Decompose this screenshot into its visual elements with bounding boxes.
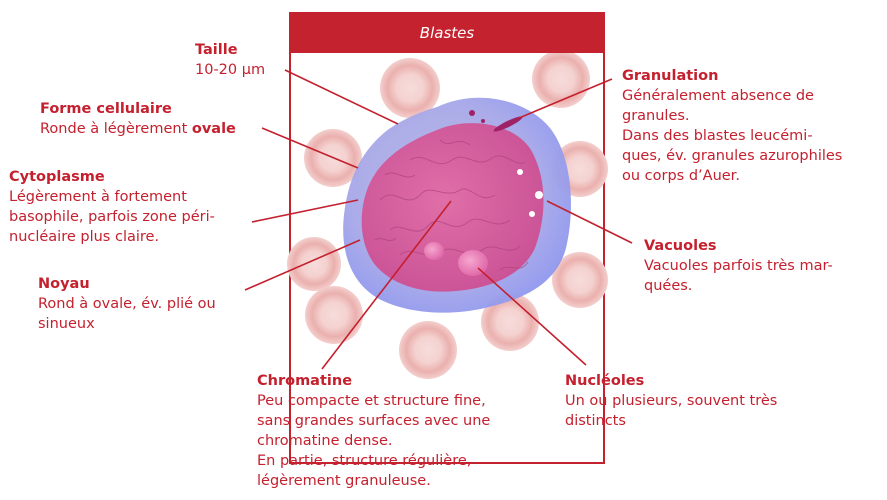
vacuole-2 [535,191,543,199]
granule-1 [469,110,475,116]
label-granulation: Granulation Généralement absence de gran… [622,66,842,186]
vacuole-3 [529,211,535,217]
granule-2 [481,119,485,123]
label-taille: Taille 10-20 µm [195,40,265,80]
forme-text: Ronde à légèrement ovale [40,119,236,139]
cytoplasme-heading: Cytoplasme [9,167,215,187]
rbc-2 [532,50,590,108]
taille-text: 10-20 µm [195,60,265,80]
granulation-heading: Granulation [622,66,842,86]
vacuole-1 [517,169,523,175]
granulation-text: Généralement absence de granules. Dans d… [622,86,842,186]
label-forme-cellulaire: Forme cellulaire Ronde à légèrement oval… [40,99,236,139]
rbc-5 [287,237,341,291]
label-vacuoles: Vacuoles Vacuoles parfois très mar- quée… [644,236,833,296]
vacuoles-heading: Vacuoles [644,236,833,256]
panel-title: Blastes [290,13,604,53]
taille-heading: Taille [195,40,265,60]
forme-text-regular: Ronde à légèrement [40,121,192,137]
vacuoles-text: Vacuoles parfois très mar- quées. [644,256,833,296]
nucleoles-text: Un ou plusieurs, souvent très distincts [565,391,777,431]
label-noyau: Noyau Rond à ovale, év. plié ou sinueux [38,274,216,334]
rbc-7 [305,286,363,344]
forme-text-bold: ovale [192,121,236,137]
leader-cytoplasme [252,200,358,222]
noyau-text: Rond à ovale, év. plié ou sinueux [38,294,216,334]
label-cytoplasme: Cytoplasme Légèrement à fortement basoph… [9,167,215,247]
chromatine-heading: Chromatine [257,371,490,391]
leader-taille [285,70,398,124]
forme-heading: Forme cellulaire [40,99,236,119]
label-chromatine: Chromatine Peu compacte et structure fin… [257,371,490,491]
chromatine-text: Peu compacte et structure fine, sans gra… [257,391,490,491]
nucleolus-2 [424,242,444,260]
nucleoles-heading: Nucléoles [565,371,777,391]
noyau-heading: Noyau [38,274,216,294]
cytoplasme-text: Légèrement à fortement basophile, parfoi… [9,187,215,247]
label-nucleoles: Nucléoles Un ou plusieurs, souvent très … [565,371,777,431]
